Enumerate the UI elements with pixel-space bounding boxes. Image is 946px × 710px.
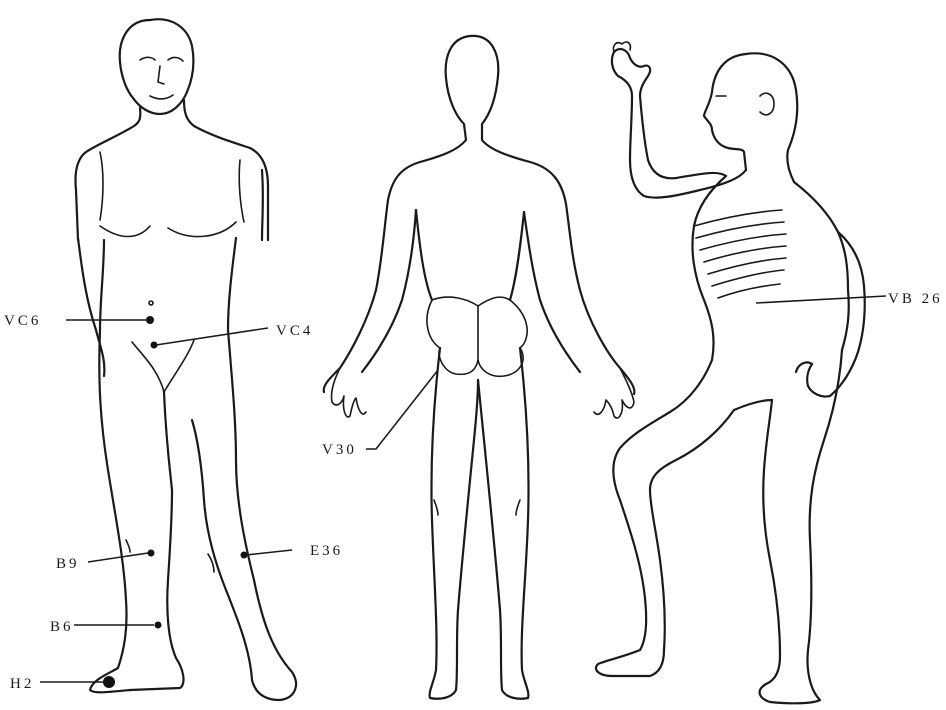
- label-h2: H2: [10, 676, 34, 692]
- label-e36: E36: [310, 543, 343, 559]
- front-view-figure: [75, 19, 296, 700]
- label-vc6: VC6: [4, 313, 41, 329]
- label-vc4: VC4: [276, 323, 313, 339]
- point-vc6: VC6: [4, 313, 154, 329]
- label-vb26: VB 26: [888, 291, 943, 307]
- label-v30: V30: [322, 442, 357, 458]
- point-e36: E36: [241, 543, 344, 559]
- back-view-figure: [324, 36, 635, 699]
- side-view-figure: [596, 42, 865, 703]
- label-b6: B6: [50, 619, 74, 635]
- point-v30: V30: [322, 370, 438, 458]
- label-b9: B9: [56, 556, 80, 572]
- point-b6: B6: [50, 619, 162, 635]
- point-vc4: VC4: [151, 323, 314, 349]
- point-b9: B9: [56, 550, 155, 573]
